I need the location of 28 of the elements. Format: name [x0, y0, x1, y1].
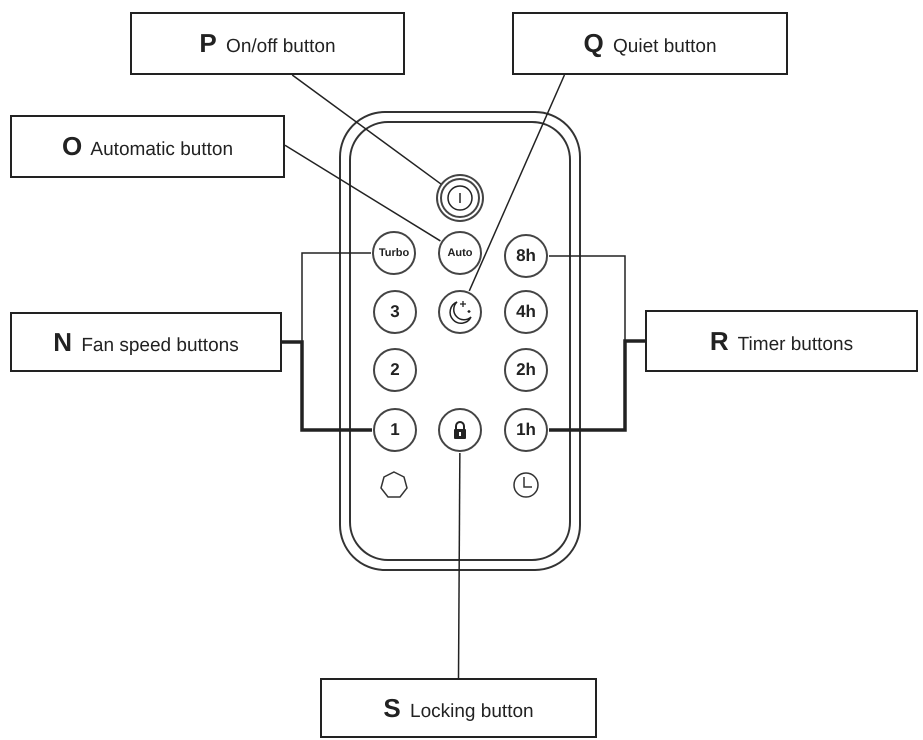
remote-button: 2h — [504, 348, 548, 392]
callout-text: S Locking button — [383, 692, 534, 724]
leader-line — [468, 74, 566, 292]
callout-text: N Fan speed buttons — [53, 326, 239, 358]
leader-line — [458, 453, 461, 678]
callout-box — [10, 312, 282, 372]
remote-button: 1 — [373, 408, 417, 452]
remote-button: 3 — [373, 290, 417, 334]
callout-box — [10, 115, 285, 178]
icon-button — [438, 408, 482, 452]
callout-text: R Timer buttons — [710, 324, 854, 358]
callout-box — [645, 310, 918, 372]
remote-button: 8h — [504, 234, 548, 278]
remote-button: Auto — [438, 231, 482, 275]
callout-box — [320, 678, 597, 738]
icon-button — [438, 290, 482, 334]
remote-button: 1h — [504, 408, 548, 452]
callout-box — [512, 12, 788, 75]
leader-line — [282, 340, 372, 432]
callout-text: Q Quiet button — [583, 27, 717, 60]
callout-box — [130, 12, 405, 75]
remote-button: 4h — [504, 290, 548, 334]
leader-line — [549, 339, 645, 432]
remote-button: Turbo — [372, 231, 416, 275]
remote-button: 2 — [373, 348, 417, 392]
leader-line — [284, 144, 441, 242]
callout-text: O Automatic button — [62, 130, 234, 163]
callout-text: P On/off button — [199, 27, 336, 60]
